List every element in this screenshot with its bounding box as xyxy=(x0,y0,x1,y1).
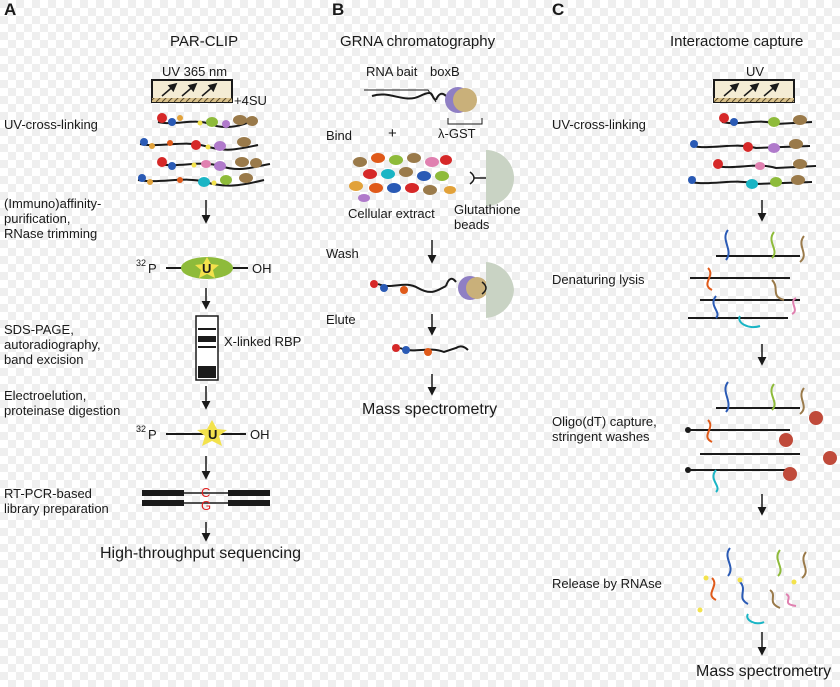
uv-lamp-icon xyxy=(151,79,233,103)
rna-bait xyxy=(364,87,483,125)
step-c-release: Release by RNAse xyxy=(552,576,662,591)
uracil-label: U xyxy=(202,261,212,276)
panel-b-graphics xyxy=(349,87,514,396)
phosphate-label: P xyxy=(148,261,157,276)
captured-rna xyxy=(685,381,837,493)
hydroxyl-label-2: OH xyxy=(250,427,270,442)
trimmed-rna-complex xyxy=(166,257,248,279)
panel-a-letter: A xyxy=(4,0,17,19)
rnp-strand-2 xyxy=(139,137,259,151)
rnp-complexes xyxy=(137,113,271,187)
bound-complex xyxy=(370,262,514,318)
panel-c-graphics xyxy=(685,79,837,656)
step-sds-page: SDS-PAGE, autoradiography, band excision xyxy=(4,322,101,367)
glutathione-bead xyxy=(469,150,514,206)
gel-lane-icon xyxy=(195,315,219,381)
uv-label-c: UV xyxy=(746,64,765,79)
hydroxyl-label: OH xyxy=(252,261,272,276)
p32-superscript: 32 xyxy=(136,258,147,268)
uracil-label-2: U xyxy=(208,427,218,442)
wash-label: Wash xyxy=(326,246,359,261)
panel-b-title: GRNA chromatography xyxy=(340,33,496,50)
base-g-label: G xyxy=(201,498,212,513)
released-proteins xyxy=(697,547,807,625)
rnp-strand-1 xyxy=(157,113,258,129)
p32-superscript-2: 32 xyxy=(136,424,147,434)
plus-sign: + xyxy=(388,125,397,142)
panel-a-title: PAR-CLIP xyxy=(170,33,239,50)
rnp-complexes-c xyxy=(688,113,817,189)
boxb-label: boxB xyxy=(430,64,460,79)
library-duplex xyxy=(142,490,270,506)
panel-a-graphics xyxy=(137,79,271,542)
rnp-strand-4 xyxy=(137,173,265,187)
eluted-complex xyxy=(392,344,469,356)
cellular-extract xyxy=(349,153,456,202)
final-mass-spec-b: Mass spectrometry xyxy=(362,401,498,418)
step-rt-pcr: RT-PCR-based library preparation xyxy=(4,486,109,516)
final-sequencing: High-throughput sequencing xyxy=(100,545,302,562)
rnp-strand-3 xyxy=(157,157,271,171)
step-immuno-purification: (Immuno)affinity- purification, RNase tr… xyxy=(4,196,102,241)
uv-365-label: UV 365 nm xyxy=(162,64,228,79)
glutathione-beads-label: Glutathione beads xyxy=(454,202,521,232)
step-uv-crosslinking: UV-cross-linking xyxy=(4,117,98,132)
panel-c-letter: C xyxy=(552,0,565,19)
cellular-extract-label: Cellular extract xyxy=(348,206,435,221)
elute-label: Elute xyxy=(326,312,356,327)
bind-label: Bind xyxy=(326,128,353,143)
digested-rna xyxy=(166,420,246,446)
base-c-label: C xyxy=(201,485,211,500)
four-su-label: +4SU xyxy=(234,93,267,108)
panel-c-title: Interactome capture xyxy=(670,33,804,50)
panel-b-letter: B xyxy=(332,0,345,19)
phosphate-label-2: P xyxy=(148,427,157,442)
xlinked-rbp-label: X-linked RBP xyxy=(224,334,302,349)
lysed-rna xyxy=(688,229,805,328)
final-mass-spec-c: Mass spectrometry xyxy=(696,663,832,680)
lambda-gst-label: λ-GST xyxy=(438,126,476,141)
step-electroelution: Electroelution, proteinase digestion xyxy=(4,388,121,418)
uv-lamp-c-icon xyxy=(713,79,795,103)
step-c-capture: Oligo(dT) capture, stringent washes xyxy=(552,414,657,444)
step-c-crosslinking: UV-cross-linking xyxy=(552,117,646,132)
rna-bait-label: RNA bait xyxy=(366,64,418,79)
step-c-lysis: Denaturing lysis xyxy=(552,272,645,287)
